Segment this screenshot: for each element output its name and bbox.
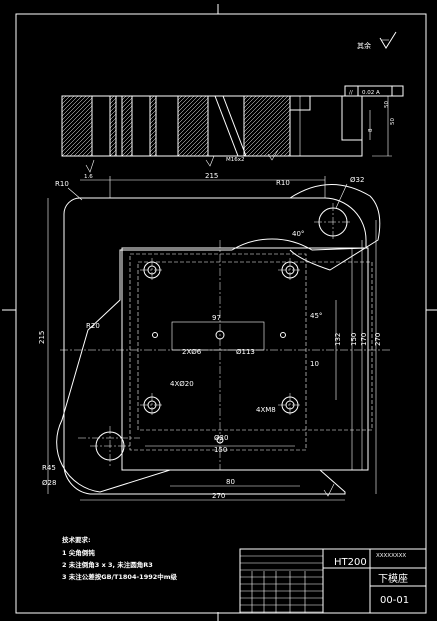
svg-text:2XØ6: 2XØ6 <box>182 348 202 356</box>
drawing-border <box>15 13 427 614</box>
svg-text:170: 170 <box>360 333 368 346</box>
svg-text:XXXXXXXX: XXXXXXXX <box>376 553 406 559</box>
svg-text:50: 50 <box>390 118 396 125</box>
svg-text:4XM8: 4XM8 <box>256 406 276 414</box>
plan-view: 215 R10 R10 Ø32 40° 45° R20 215 97 2XØ6 … <box>38 172 390 501</box>
svg-text:215: 215 <box>205 172 218 180</box>
svg-text:其余: 其余 <box>357 41 371 50</box>
svg-text:R10: R10 <box>276 179 290 187</box>
svg-text:0.02 A: 0.02 A <box>362 90 380 96</box>
tech-item-2: 2 未注倒角3 x 3, 未注圆角R3 <box>62 560 153 569</box>
svg-text://: // <box>349 90 353 96</box>
svg-text:M16x2: M16x2 <box>226 157 245 163</box>
svg-text:150: 150 <box>350 333 358 346</box>
svg-text:4XØ20: 4XØ20 <box>170 380 194 388</box>
svg-text:215: 215 <box>38 331 46 344</box>
svg-text:Ø32: Ø32 <box>350 176 364 184</box>
svg-text:Ø113: Ø113 <box>236 348 255 356</box>
svg-text:270: 270 <box>374 333 382 346</box>
svg-text:Ø28: Ø28 <box>42 479 56 487</box>
tech-heading: 技术要求: <box>62 535 91 544</box>
svg-text:R45: R45 <box>42 464 56 472</box>
svg-text:R20: R20 <box>86 322 100 330</box>
svg-text:10: 10 <box>310 360 319 368</box>
base-outline <box>56 197 367 495</box>
bolt-hole-br <box>278 393 302 417</box>
svg-text:8: 8 <box>368 128 374 132</box>
svg-text:00-01: 00-01 <box>380 595 409 606</box>
svg-text:150: 150 <box>214 446 227 454</box>
title-block: HT200 XXXXXXXX 下模座 00-01 <box>239 548 427 614</box>
svg-text:45°: 45° <box>310 312 322 320</box>
tech-requirements: 技术要求: 1 尖角倒钝 2 未注倒角3 x 3, 未注圆角R3 3 未注公差按… <box>62 535 178 581</box>
svg-text:132: 132 <box>334 333 342 346</box>
svg-text:R10: R10 <box>55 180 69 188</box>
svg-text:下模座: 下模座 <box>378 572 408 585</box>
inner-frame <box>121 247 369 471</box>
svg-text:97: 97 <box>212 314 221 322</box>
svg-text:40°: 40° <box>292 230 304 238</box>
svg-text:Ø20: Ø20 <box>214 434 228 442</box>
tech-item-3: 3 未注公差按GB/T1804-1992中m级 <box>62 572 178 581</box>
svg-text:1.6: 1.6 <box>84 174 93 180</box>
roughness-other-symbol: 其余 <box>357 31 397 50</box>
title-grid <box>240 555 323 613</box>
svg-text:50: 50 <box>384 101 390 108</box>
bolt-hole-tl <box>140 258 164 282</box>
bolt-hole-bl <box>140 393 164 417</box>
svg-text:270: 270 <box>212 492 225 500</box>
tech-item-1: 1 尖角倒钝 <box>62 548 95 557</box>
svg-text:80: 80 <box>226 478 235 486</box>
svg-text:HT200: HT200 <box>334 557 367 568</box>
bolt-hole-tr <box>278 258 302 282</box>
section-hatch <box>61 95 291 157</box>
section-view: 0.02 A // 50 50 8 M16x2 1.6 <box>61 85 404 180</box>
